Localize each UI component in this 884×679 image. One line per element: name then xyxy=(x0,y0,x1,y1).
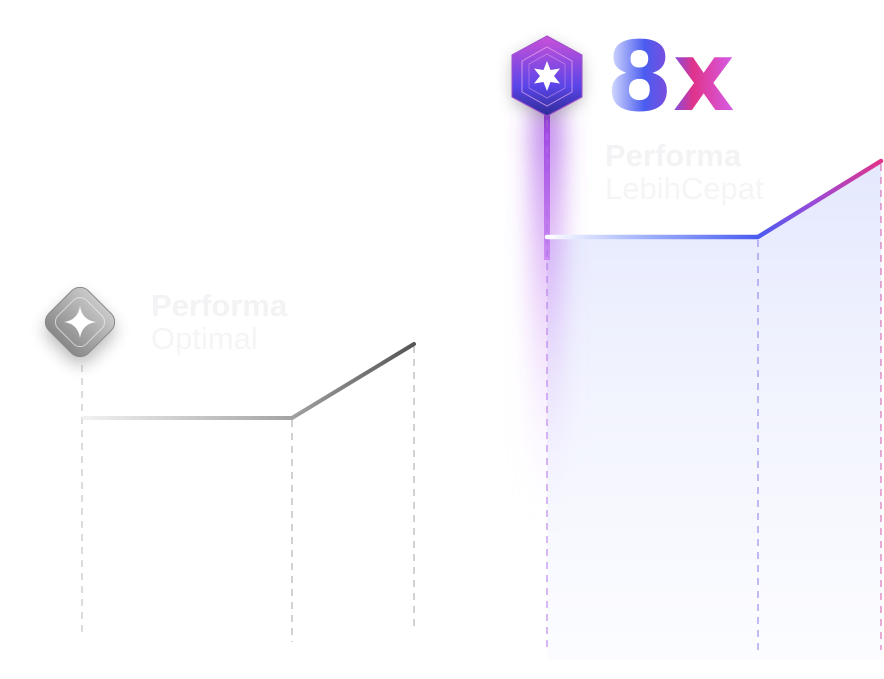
right-title: Performa xyxy=(605,138,742,173)
multiplier-value: 8x xyxy=(606,21,735,133)
right-area-fill xyxy=(547,161,881,660)
star-hexagon-icon xyxy=(511,35,583,120)
left-title: Performa xyxy=(151,288,288,323)
right-subtitle: LebihCepat xyxy=(605,171,764,206)
right-performance-line xyxy=(544,158,884,240)
left-subtitle: Optimal xyxy=(151,321,258,356)
right-chart: 8x Performa LebihCepat xyxy=(511,21,884,660)
left-performance-line xyxy=(82,342,416,420)
sparkle-diamond-icon xyxy=(44,286,116,365)
left-chart: Performa Optimal xyxy=(44,286,416,642)
